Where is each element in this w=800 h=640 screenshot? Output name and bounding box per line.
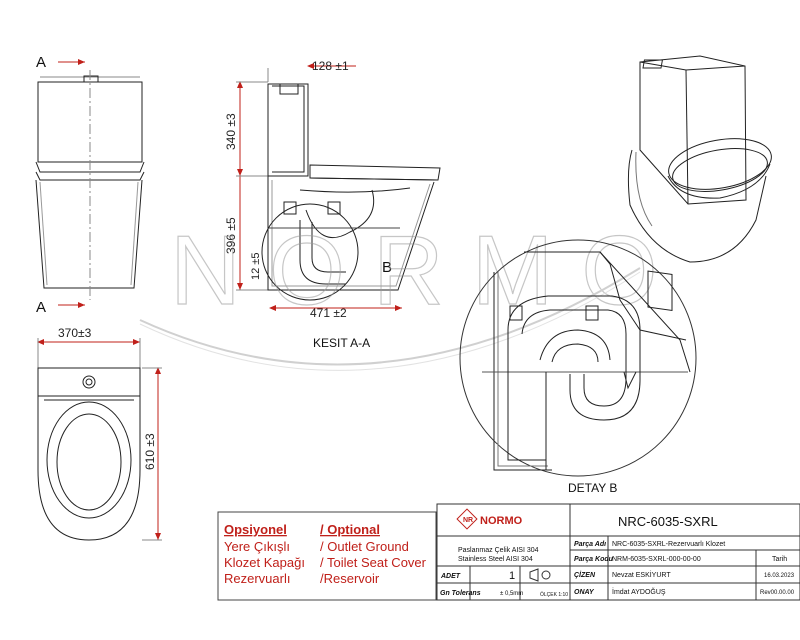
date-label: Tarih <box>772 556 787 563</box>
detail-circle <box>261 203 359 301</box>
dim-tank-depth: 128 ±1 <box>312 59 349 73</box>
dim-tank-height: 340 ±3 <box>224 113 238 150</box>
logo-mark: NR <box>463 517 473 524</box>
approved-label: ONAY <box>574 589 595 596</box>
detail-view <box>459 239 697 477</box>
code-title: NRC-6035-SXRL <box>618 514 718 529</box>
qty: 1 <box>509 570 515 582</box>
material-en: Stainless Steel AISI 304 <box>458 556 533 563</box>
section-label: KESIT A-A <box>313 336 370 350</box>
watermark: NORMO <box>139 214 686 371</box>
option-1-tr: Yere Çıkışlı <box>224 539 290 554</box>
dim-bowl-height: 396 ±5 <box>224 217 238 254</box>
option-1-en: / Outlet Ground <box>320 539 409 554</box>
logo-text: NORMO <box>480 515 523 527</box>
drawn-by: Nevzat ESKİYURT <box>612 570 671 579</box>
section-marker-top: A <box>36 54 46 71</box>
options-box <box>217 511 437 601</box>
part-name-label: Parça Adı <box>574 541 606 548</box>
section-marker-bottom: A <box>36 299 46 316</box>
revision: Rev00.00.00 <box>760 590 795 596</box>
drawn-label: ÇİZEN <box>574 571 596 579</box>
tolerance: ± 0,5mm <box>500 591 523 597</box>
section-view <box>236 63 441 311</box>
front-view <box>35 59 145 308</box>
date: 16.03.2023 <box>764 573 795 579</box>
approved-by: İmdat AYDOĞUŞ <box>612 587 666 596</box>
dim-outlet-height: 12 ±5 <box>250 253 262 280</box>
options-title-tr: Opsiyonel <box>224 522 287 537</box>
detail-label: DETAY B <box>568 481 617 495</box>
dim-length: 610 ±3 <box>143 433 157 470</box>
material-tr: Paslanmaz Çelik AISI 304 <box>458 547 539 554</box>
part-name: NRC-6035-SXRL-Rezervuarlı Klozet <box>612 541 725 548</box>
detail-marker: B <box>382 259 392 276</box>
top-view <box>37 338 162 541</box>
options-title-en: / Optional <box>320 522 380 537</box>
dim-width: 370±3 <box>58 326 92 340</box>
part-code: NRM-6035-SXRL-000-00-00 <box>612 556 701 563</box>
option-3-en: /Reservoir <box>320 571 380 586</box>
part-code-label: Parça Kodu <box>574 556 614 563</box>
tolerance-label: Gn Tolerans <box>440 590 481 597</box>
option-2-en: / Toilet Seat Cover <box>320 555 427 570</box>
iso-view <box>627 55 772 312</box>
scale: ÖLÇEK 1:10 <box>540 591 568 598</box>
option-2-tr: Klozet Kapağı <box>224 555 305 570</box>
watermark-text: NORMO <box>170 215 686 325</box>
dim-outlet-distance: 471 ±2 <box>310 306 347 320</box>
title-block <box>436 503 800 601</box>
qty-label: ADET <box>440 573 461 580</box>
option-3-tr: Rezervuarlı <box>224 571 290 586</box>
